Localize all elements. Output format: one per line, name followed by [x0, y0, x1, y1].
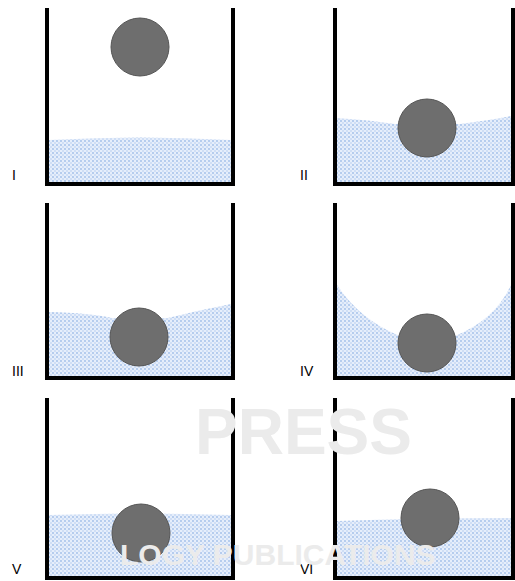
panel-number: IV [300, 364, 313, 378]
panel-number: V [12, 562, 21, 576]
container [47, 203, 233, 378]
container [47, 8, 233, 184]
container [335, 8, 513, 184]
particle-bed [337, 285, 511, 376]
particle-bed [49, 304, 231, 376]
ball [111, 18, 169, 76]
watermark: PRESS [195, 400, 412, 464]
particle-bed [49, 138, 231, 183]
ball [398, 314, 456, 372]
panel-number: II [300, 168, 308, 182]
ball [110, 308, 168, 366]
watermark: LOGY PUBLICATIONS [120, 540, 436, 570]
panel-number: III [12, 364, 24, 378]
ball [398, 99, 456, 157]
panel-number: I [12, 168, 16, 182]
container [335, 203, 513, 378]
ball [401, 489, 459, 547]
